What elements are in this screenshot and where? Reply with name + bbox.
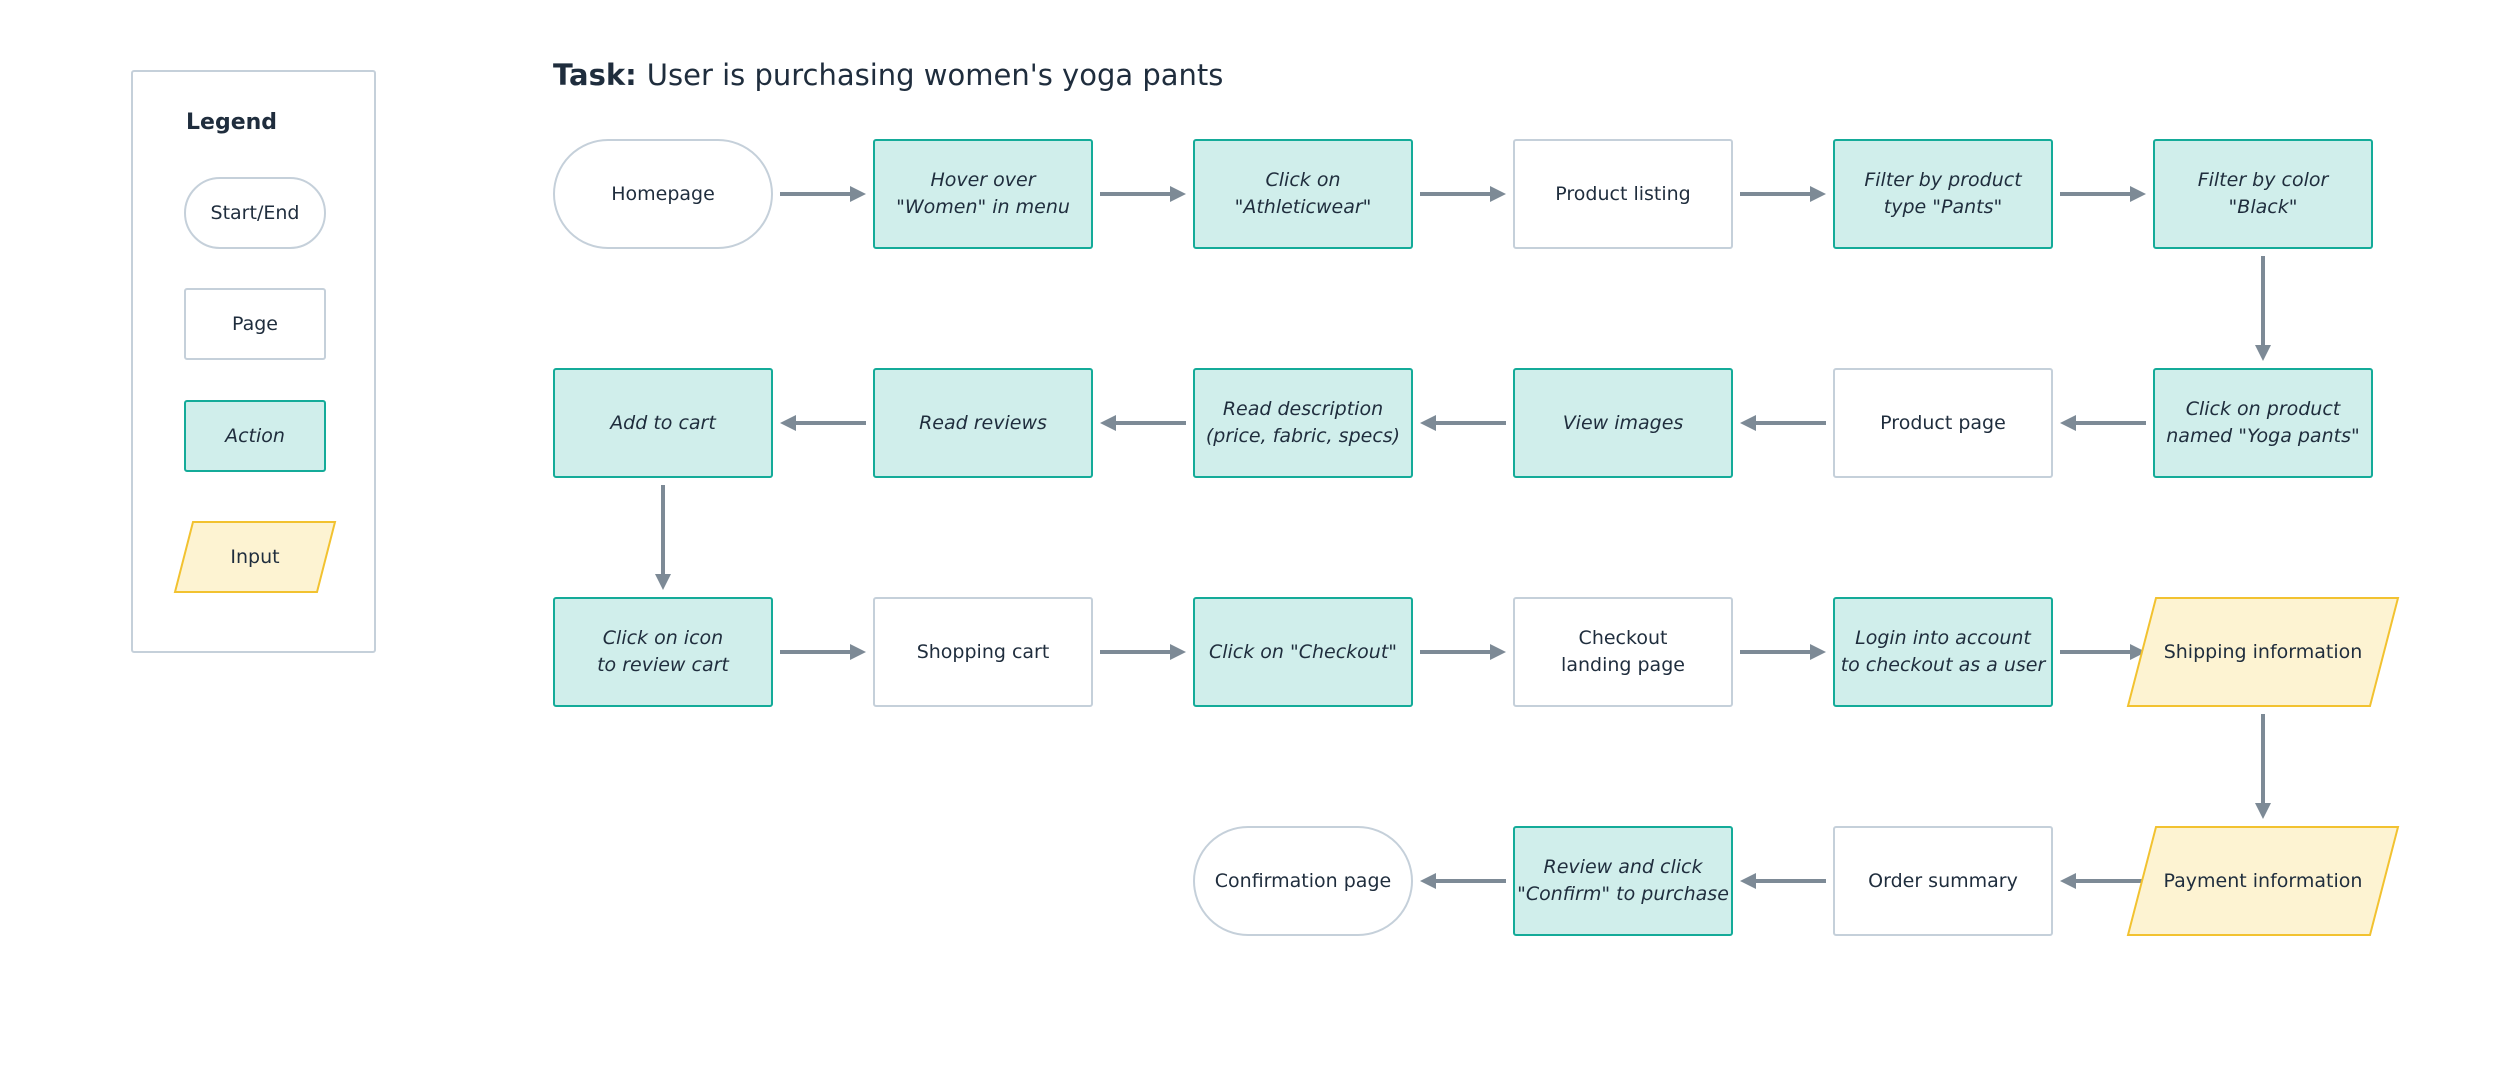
legend-item-action: Action [184,400,326,472]
arrow-homepage-to-hover-women [780,186,866,202]
arrow-read-reviews-to-add-to-cart [780,415,866,431]
arrow-click-cart-icon-to-shopping-cart [780,644,866,660]
task-label: Task: [553,58,637,92]
node-review-confirm: Review and click "Confirm" to purchase [1513,826,1733,936]
node-login-checkout: Login into account to checkout as a user [1833,597,2053,707]
legend-item-terminal: Start/End [184,177,326,249]
node-product-page-label: Product page [1880,411,2006,434]
node-hover-women: Hover over "Women" in menu [873,139,1093,249]
node-payment-info: Payment information [2126,826,2400,936]
node-shipping-info: Shipping information [2126,597,2400,707]
arrow-filter-color-to-click-product [2255,256,2271,361]
node-click-checkout: Click on "Checkout" [1193,597,1413,707]
arrow-add-to-cart-to-click-cart-icon [655,485,671,590]
node-hover-women-label: Hover over "Women" in menu [896,169,1070,218]
node-login-checkout-label: Login into account to checkout as a user [1840,627,2046,676]
node-homepage: Homepage [553,139,773,249]
arrow-product-listing-to-filter-type [1740,186,1826,202]
arrow-read-description-to-read-reviews [1100,415,1186,431]
arrow-click-checkout-to-checkout-landing [1420,644,1506,660]
legend-panel [131,70,376,653]
node-filter-color-label: Filter by color "Black" [2197,169,2329,218]
legend-title: Legend [186,110,278,135]
arrow-payment-info-to-order-summary [2060,873,2146,889]
node-filter-type: Filter by product type "Pants" [1833,139,2053,249]
node-add-to-cart-label: Add to cart [610,411,716,434]
arrow-order-summary-to-review-confirm [1740,873,1826,889]
arrow-filter-type-to-filter-color [2060,186,2146,202]
node-product-listing-label: Product listing [1555,182,1691,205]
node-review-confirm-label: Review and click "Confirm" to purchase [1517,856,1729,905]
node-checkout-landing-label: Checkout landing page [1561,627,1685,676]
node-confirmation-page: Confirmation page [1193,826,1413,936]
node-click-cart-icon-label: Click on icon to review cart [597,627,729,676]
legend-item-action-label: Action [225,424,285,447]
node-click-checkout-label: Click on "Checkout" [1208,640,1398,663]
node-filter-type-label: Filter by product type "Pants" [1864,169,2022,218]
node-order-summary: Order summary [1833,826,2053,936]
arrow-review-confirm-to-confirmation-page [1420,873,1506,889]
node-view-images: View images [1513,368,1733,478]
legend-item-terminal-label: Start/End [210,201,300,224]
arrow-click-product-to-product-page [2060,415,2146,431]
arrow-click-athleticwear-to-product-listing [1420,186,1506,202]
node-shopping-cart: Shopping cart [873,597,1093,707]
node-product-listing: Product listing [1513,139,1733,249]
arrow-checkout-landing-to-login-checkout [1740,644,1826,660]
node-read-reviews: Read reviews [873,368,1093,478]
parallelogram-shape [2126,597,2400,707]
task-text: User is purchasing women's yoga pants [646,58,1224,92]
legend-item-input: Input [173,521,337,593]
arrow-hover-women-to-click-athleticwear [1100,186,1186,202]
node-confirmation-page-label: Confirmation page [1214,869,1392,892]
node-shopping-cart-label: Shopping cart [916,640,1050,663]
node-add-to-cart: Add to cart [553,368,773,478]
parallelogram-shape [2126,826,2400,936]
node-read-description-label: Read description (price, fabric, specs) [1205,398,1401,447]
node-click-athleticwear-label: Click on "Athleticwear" [1234,169,1372,218]
node-homepage-label: Homepage [611,182,715,205]
node-read-reviews-label: Read reviews [919,411,1047,434]
node-checkout-landing: Checkout landing page [1513,597,1733,707]
node-payment-info-label: Payment information [2163,869,2363,892]
legend-item-page-label: Page [232,312,278,335]
task-title: Task: User is purchasing women's yoga pan… [553,58,1223,92]
node-click-product-label: Click on product named "Yoga pants" [2166,398,2360,447]
node-filter-color: Filter by color "Black" [2153,139,2373,249]
parallelogram-shape [173,521,337,593]
arrow-product-page-to-view-images [1740,415,1826,431]
node-read-description: Read description (price, fabric, specs) [1193,368,1413,478]
arrow-shipping-info-to-payment-info [2255,714,2271,819]
node-shipping-info-label: Shipping information [2163,640,2363,663]
arrow-login-checkout-to-shipping-info [2060,644,2146,660]
node-product-page: Product page [1833,368,2053,478]
node-view-images-label: View images [1562,411,1684,434]
node-click-product: Click on product named "Yoga pants" [2153,368,2373,478]
legend-item-input-label: Input [230,545,280,568]
node-click-cart-icon: Click on icon to review cart [553,597,773,707]
node-click-athleticwear: Click on "Athleticwear" [1193,139,1413,249]
legend-item-page: Page [184,288,326,360]
arrow-shopping-cart-to-click-checkout [1100,644,1186,660]
node-order-summary-label: Order summary [1868,869,2018,892]
arrow-view-images-to-read-description [1420,415,1506,431]
